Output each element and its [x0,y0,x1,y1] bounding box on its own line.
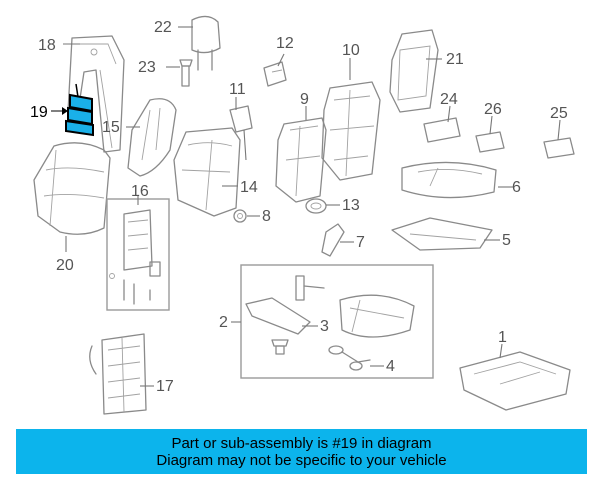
part-12-bracket[interactable] [263,61,287,87]
callout-8: 8 [262,208,271,225]
callout-25: 25 [550,105,568,122]
part-20-backrest-cushion[interactable] [33,142,111,235]
callout-15: 15 [102,119,120,136]
banner-line-2: Diagram may not be specific to your vehi… [156,451,447,469]
callout-1: 1 [498,329,507,346]
callout-7: 7 [356,234,365,251]
part-7-trim-strip[interactable] [321,223,345,257]
part-11-trim-cover[interactable] [229,105,253,161]
callout-12: 12 [276,35,294,52]
part-6-seat-cushion[interactable] [401,161,497,199]
callout-5: 5 [502,232,511,249]
callout-6: 6 [512,179,521,196]
callout-2: 2 [219,314,228,331]
part-10-rear-frame[interactable] [321,81,381,181]
callout-16: 16 [131,183,149,200]
part-13-knob[interactable] [305,198,327,214]
callout-14: 14 [240,179,258,196]
part-19-seat-heater-pads[interactable] [65,83,94,137]
part-15-side-panel[interactable] [127,98,177,177]
part-8-grommet[interactable] [233,209,247,223]
parts-diagram: 18 19 20 15 22 23 11 [30,15,575,415]
part-1-seat-pan[interactable] [459,351,571,411]
callout-11: 11 [229,81,246,98]
callout-20: 20 [56,257,74,274]
part-21-rear-panel[interactable] [389,29,439,113]
part-16-control-module[interactable] [109,209,161,305]
callout-17: 17 [156,378,174,395]
part-4-sensor[interactable] [328,345,371,371]
callout-26: 26 [484,101,502,118]
callout-4: 4 [386,358,395,375]
callout-21: 21 [446,51,464,68]
part-24-clip[interactable] [423,117,461,143]
callout-19: 19 [30,104,48,121]
part-2-box [240,264,434,379]
info-banner: Part or sub-assembly is #19 in diagram D… [16,429,587,474]
part-9-backrest-frame[interactable] [275,117,327,203]
part-23-headrest-guide[interactable] [179,59,193,87]
part-2-seat-frame-group[interactable] [245,275,415,338]
callout-24: 24 [440,91,458,108]
callout-23: 23 [138,59,156,76]
part-16-box [106,198,170,311]
callout-22: 22 [154,19,172,36]
callout-13: 13 [342,197,360,214]
part-14-backrest-shell[interactable] [173,127,241,217]
part-17-lumbar-frame[interactable] [89,333,147,415]
callout-10: 10 [342,42,360,59]
banner-line-1: Part or sub-assembly is #19 in diagram [171,434,432,452]
callout-3: 3 [320,318,329,335]
part-25-bracket[interactable] [543,137,575,159]
part-26-bracket[interactable] [475,131,505,153]
part-3-bolt[interactable] [271,339,289,355]
callout-18: 18 [38,37,56,54]
callout-9: 9 [300,91,309,108]
part-5-seat-pad[interactable] [391,217,493,251]
part-22-headrest[interactable] [191,15,221,71]
